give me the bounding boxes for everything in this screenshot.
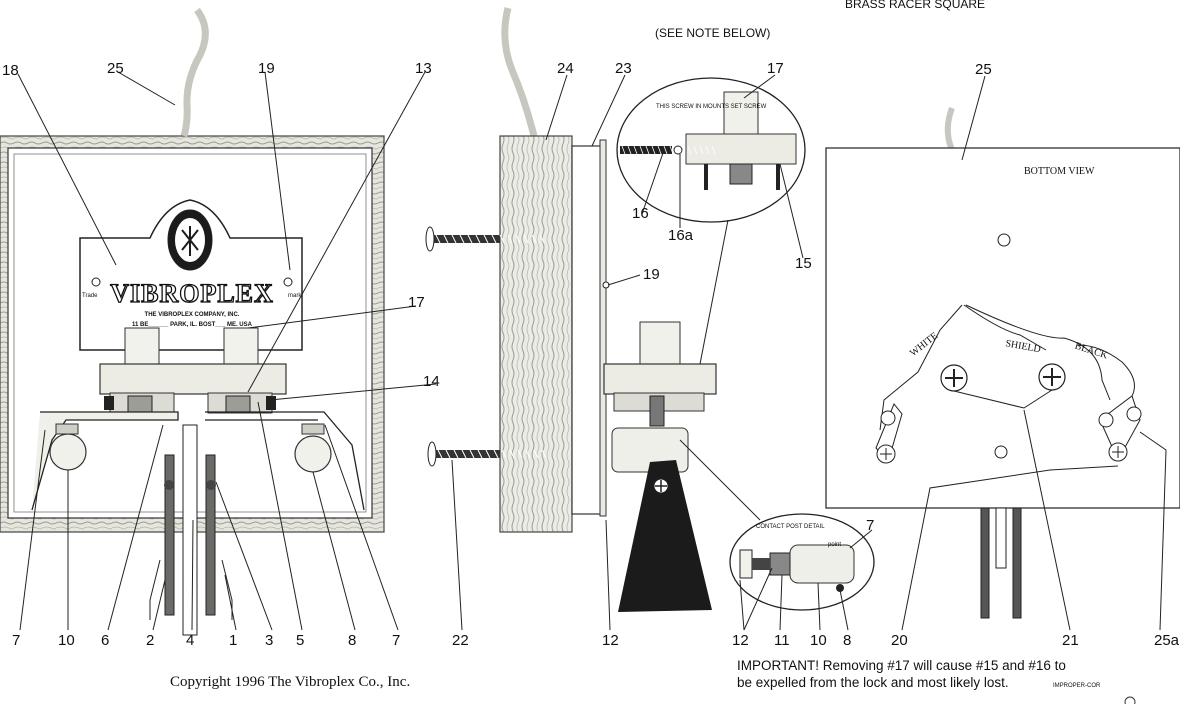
- detail-contact-caption: CONTACT POST DETAIL: [756, 524, 825, 530]
- detail-contact-spot: point: [828, 542, 841, 548]
- see-note-label: (SEE NOTE BELOW): [655, 26, 771, 40]
- mount-hole-icon: [997, 233, 1011, 247]
- paddle-finger-piece: [618, 460, 712, 612]
- callout-25a: 25a: [1154, 632, 1180, 649]
- callout-16: 16: [632, 205, 649, 222]
- ball-knob: [294, 435, 332, 473]
- callout-7: 7: [866, 517, 874, 534]
- screw: [432, 450, 500, 458]
- frame-right: [205, 411, 365, 511]
- callout-1: 1: [229, 632, 237, 649]
- callout-3: 3: [265, 632, 273, 649]
- bottom-view-title: BOTTOM VIEW: [1024, 166, 1095, 177]
- callout-10: 10: [58, 632, 75, 649]
- callout-6: 6: [101, 632, 109, 649]
- callout-12: 12: [732, 632, 749, 649]
- callout-7: 7: [392, 632, 400, 649]
- cord: [180, 7, 209, 137]
- callout-21: 21: [1062, 632, 1079, 649]
- paddle-left: [164, 454, 175, 616]
- callout-12: 12: [602, 632, 619, 649]
- callout-13: 13: [415, 60, 432, 77]
- copyright-text: Copyright 1996 The Vibroplex Co., Inc.: [170, 674, 411, 690]
- callout-2: 2: [146, 632, 154, 649]
- bottom-view: BOTTOM VIEW WHITE SHIELD BLACK: [825, 106, 1180, 619]
- nameplate-screw-icon: [91, 277, 101, 287]
- callout-19: 19: [258, 60, 275, 77]
- nameplate: Trade mark VIBROPLEX THE VIBROPLEX COMPA…: [79, 199, 303, 351]
- mount-hole-icon: [994, 445, 1008, 459]
- center-lever: [182, 424, 198, 636]
- callout-8: 8: [843, 632, 851, 649]
- front-view: Trade mark VIBROPLEX THE VIBROPLEX COMPA…: [0, 7, 385, 636]
- callout-15: 15: [795, 255, 812, 272]
- contact-post: [223, 327, 259, 367]
- callout-24: 24: [557, 60, 574, 77]
- contact-post: [639, 321, 681, 367]
- callout-17: 17: [408, 294, 425, 311]
- nameplate-brand: VIBROPLEX: [110, 279, 274, 308]
- part-number: IMPROPER-COR: [1053, 683, 1101, 689]
- callout-5: 5: [296, 632, 304, 649]
- callout-25: 25: [107, 60, 124, 77]
- important-note: IMPORTANT! Removing #17 will cause #15 a…: [737, 658, 1066, 690]
- nameplate-trade: Trade: [82, 293, 98, 299]
- nameplate-company: THE VIBROPLEX COMPANY, INC.: [145, 312, 240, 318]
- side-view: [425, 7, 717, 612]
- detail-contact-ellipse: CONTACT POST DETAIL point: [729, 513, 875, 611]
- callout-19: 19: [643, 266, 660, 283]
- callout-14: 14: [423, 373, 440, 390]
- nameplate-address: 11 BE______ PARK, IL. BOST___ ME. USA: [132, 322, 253, 328]
- callout-8: 8: [348, 632, 356, 649]
- logo-mark-icon: [1124, 696, 1136, 704]
- cord: [501, 7, 538, 137]
- callout-10: 10: [810, 632, 827, 649]
- detail-lock-ellipse: THIS SCREW IN MOUNTS SET SCREW: [616, 77, 806, 223]
- screw: [430, 235, 500, 243]
- paddle-right: [205, 454, 216, 616]
- callout-25: 25: [975, 61, 992, 78]
- detail-top-caption: THIS SCREW IN MOUNTS SET SCREW: [656, 104, 767, 110]
- callout-4: 4: [186, 632, 194, 649]
- callout-22: 22: [452, 632, 469, 649]
- ball-knob: [49, 433, 87, 471]
- callout-18: 18: [2, 62, 19, 79]
- diagram-title: BRASS RACER SQUARE: [845, 0, 986, 11]
- callout-11: 11: [774, 632, 790, 649]
- callout-23: 23: [615, 60, 632, 77]
- contact-block: [99, 363, 287, 395]
- lock-ball-icon: [673, 145, 683, 155]
- wood-base-side: [499, 135, 573, 533]
- callout-16a: 16a: [668, 227, 694, 244]
- nameplate-screw-icon: [283, 277, 293, 287]
- callout-7: 7: [12, 632, 20, 649]
- lock-spring: [620, 146, 672, 154]
- callout-20: 20: [891, 632, 908, 649]
- side-plate: [571, 145, 605, 515]
- callout-17: 17: [767, 60, 784, 77]
- nameplate-mark: mark: [288, 293, 302, 299]
- contact-post: [124, 327, 160, 367]
- frame-left: [31, 411, 179, 511]
